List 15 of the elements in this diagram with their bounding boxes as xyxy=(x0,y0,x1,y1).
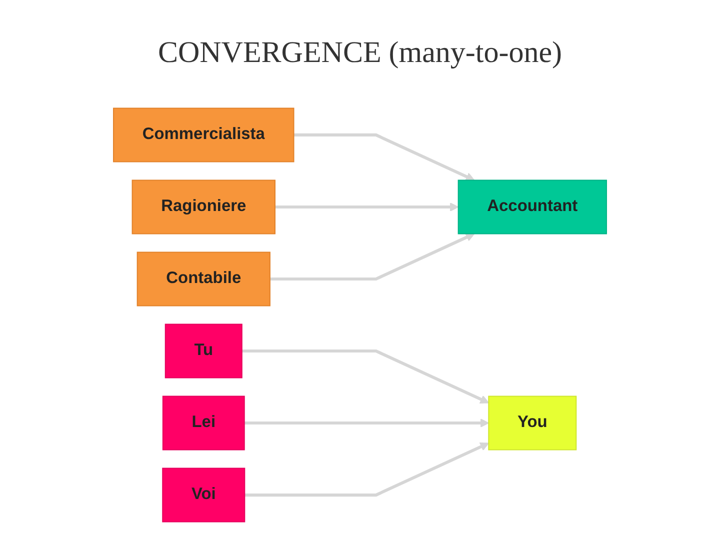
process-box: Tu xyxy=(164,324,242,378)
diagram-title: CONVERGENCE (many-to-one) xyxy=(158,36,562,70)
process-box: Lei xyxy=(162,396,245,450)
process-box: Commercialista xyxy=(113,108,294,162)
arrow xyxy=(270,233,475,281)
arrow xyxy=(244,418,490,428)
arrow xyxy=(274,202,459,212)
arrow xyxy=(244,442,490,497)
process-box: Voi xyxy=(162,468,246,522)
process-box: Accountant xyxy=(458,180,607,234)
process-box: Contabile xyxy=(136,252,270,306)
arrow xyxy=(294,133,475,181)
process-box: Ragioniere xyxy=(132,180,276,234)
arrow xyxy=(242,349,490,404)
process-box: You xyxy=(488,396,577,450)
